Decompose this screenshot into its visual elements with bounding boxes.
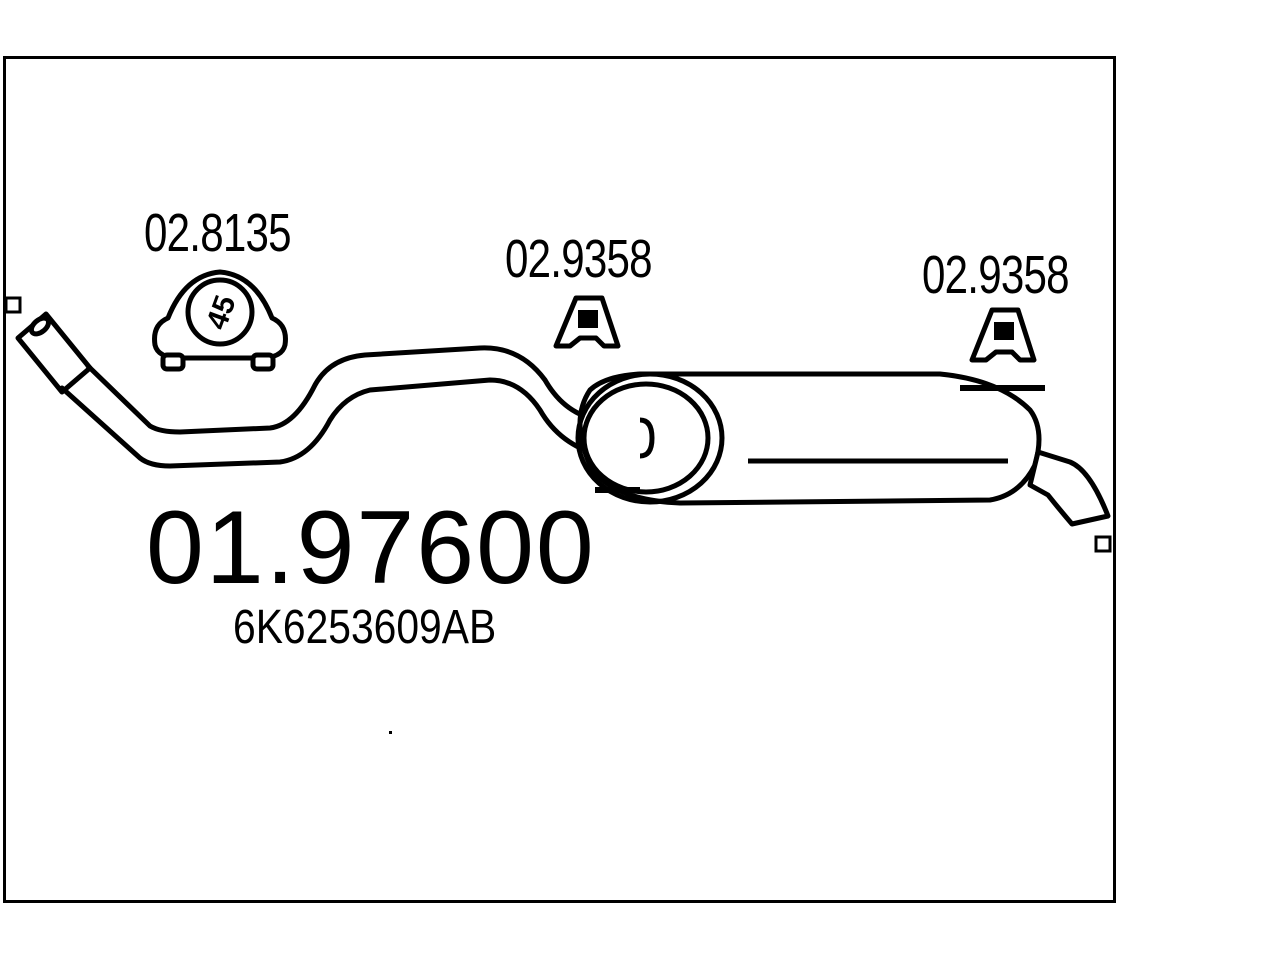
muffler-body [575, 371, 1045, 506]
oem-part-number: 6K6253609AB [233, 601, 497, 654]
mount-part-label-1: 02.9358 [505, 229, 653, 289]
tail-pipe [1027, 449, 1111, 527]
mount-part-label-2: 02.9358 [922, 245, 1070, 305]
outlet-connection-marker [1094, 535, 1112, 553]
pipe-inlet-end [15, 311, 93, 395]
clamp-icon: 45 [152, 269, 288, 372]
rubber-mount-icon [969, 307, 1037, 363]
clamp-part-label: 02.8135 [144, 203, 292, 263]
main-part-number: 01.97600 [146, 490, 596, 606]
exhaust-pipe [59, 345, 643, 469]
diagram-frame [3, 56, 1116, 903]
inlet-connection-marker [4, 296, 22, 314]
rubber-mount-icon [553, 295, 621, 349]
stray-dot [389, 731, 392, 734]
